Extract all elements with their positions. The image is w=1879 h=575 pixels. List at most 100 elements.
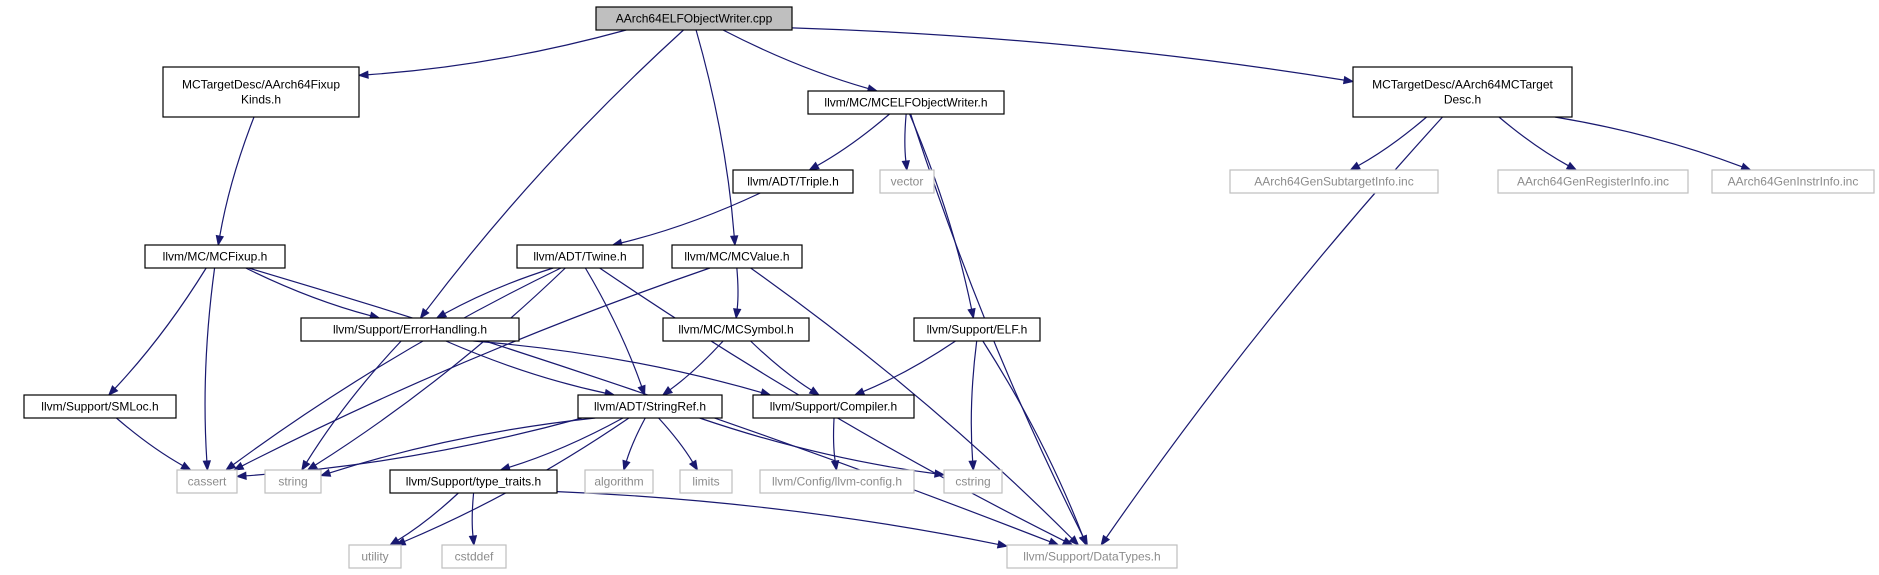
- edge-root-to-mcelf: [722, 29, 879, 93]
- edge-stringref-to-string: [319, 417, 596, 477]
- edge-stringref-to-algorithm: [622, 417, 646, 472]
- edge-arrowhead: [468, 535, 478, 547]
- node-box: [671, 244, 803, 269]
- edge-arrowhead: [729, 235, 739, 247]
- node-errorhandling[interactable]: llvm/Support/ErrorHandling.h: [300, 317, 520, 342]
- node-label: AArch64GenInstrInfo.inc: [1728, 175, 1859, 189]
- edge-mcfixup-to-smloc: [107, 267, 207, 397]
- edge-line: [397, 492, 459, 541]
- node-typetraits[interactable]: llvm/Support/type_traits.h: [389, 469, 558, 494]
- edge-arrowhead: [107, 385, 119, 397]
- edge-line: [245, 267, 371, 317]
- node-elf[interactable]: llvm/Support/ELF.h: [913, 317, 1041, 342]
- node-smloc[interactable]: llvm/Support/SMLoc.h: [23, 394, 177, 419]
- node-mcelf[interactable]: llvm/MC/MCELFObjectWriter.h: [807, 90, 1005, 115]
- edge-line: [750, 267, 1073, 540]
- edge-line: [116, 417, 184, 467]
- edge-line: [1358, 116, 1428, 167]
- node-label: llvm/Support/ErrorHandling.h: [333, 323, 487, 337]
- edge-arrowhead: [235, 471, 247, 480]
- edge-line: [669, 340, 724, 391]
- edge-arrowhead: [1342, 75, 1355, 85]
- node-label: llvm/Support/DataTypes.h: [1023, 550, 1160, 564]
- node-box: [943, 469, 1003, 494]
- node-mcfixup[interactable]: llvm/MC/MCFixup.h: [144, 244, 286, 269]
- node-box: [807, 90, 1005, 115]
- edge-line: [1498, 116, 1569, 167]
- node-label: AArch64GenRegisterInfo.inc: [1517, 175, 1669, 189]
- edge-arrowhead: [357, 70, 369, 79]
- edge-arrowhead: [1349, 161, 1361, 171]
- edge-twine-to-errorhandling: [435, 267, 554, 319]
- edge-arrowhead: [661, 385, 674, 396]
- edge-line: [556, 491, 999, 545]
- edge-arrowhead: [967, 307, 976, 320]
- edge-line: [722, 29, 869, 90]
- edge-line: [982, 340, 1084, 537]
- node-box: [679, 469, 733, 494]
- edge-mcelf-to-triple: [808, 113, 890, 171]
- node-label: llvm/MC/MCFixup.h: [163, 250, 268, 264]
- node-stringref[interactable]: llvm/ADT/StringRef.h: [577, 394, 723, 419]
- edge-line: [699, 417, 936, 475]
- edge-root-to-fixupkinds: [357, 29, 627, 79]
- edge-arrowhead: [215, 234, 225, 247]
- edge-typetraits-to-utility: [388, 492, 459, 546]
- node-box: [264, 469, 322, 494]
- node-box: [1229, 169, 1439, 194]
- node-box: [732, 169, 854, 194]
- node-box: [300, 317, 520, 342]
- edge-line: [508, 417, 624, 468]
- node-instrinfo: AArch64GenInstrInfo.inc: [1711, 169, 1875, 194]
- edge-arrowhead: [688, 459, 699, 472]
- node-root[interactable]: AArch64ELFObjectWriter.cpp: [595, 6, 793, 31]
- edge-twine-to-string: [306, 267, 566, 471]
- node-label: llvm/Support/Compiler.h: [770, 400, 897, 414]
- edge-mcelf-to-vector: [901, 113, 910, 172]
- node-mcsymbol[interactable]: llvm/MC/MCSymbol.h: [662, 317, 810, 342]
- node-label: llvm/Support/ELF.h: [927, 323, 1028, 337]
- node-triple[interactable]: llvm/ADT/Triple.h: [732, 169, 854, 194]
- node-vector: vector: [879, 169, 935, 194]
- nodes-layer: AArch64ELFObjectWriter.cppMCTargetDesc/A…: [23, 6, 1875, 569]
- node-compiler[interactable]: llvm/Support/Compiler.h: [752, 394, 915, 419]
- edge-arrowhead: [808, 386, 821, 396]
- edge-line: [909, 113, 973, 310]
- edge-mcsymbol-to-stringref: [661, 340, 724, 396]
- edge-line: [817, 113, 890, 167]
- node-label: AArch64GenSubtargetInfo.inc: [1254, 175, 1413, 189]
- node-box: [662, 317, 810, 342]
- edge-arrowhead: [622, 459, 631, 472]
- edge-arrowhead: [830, 459, 840, 472]
- edge-compiler-to-llvmconfig: [830, 417, 840, 472]
- node-box: [879, 169, 935, 194]
- edge-line: [695, 29, 735, 237]
- edge-line: [445, 340, 606, 394]
- edge-root-to-mctargetdesc: [791, 27, 1355, 85]
- edge-mcsymbol-to-compiler: [750, 340, 821, 396]
- node-label: cstddef: [455, 550, 494, 564]
- node-box: [759, 469, 915, 494]
- edge-arrowhead: [301, 459, 311, 472]
- node-box: [144, 244, 286, 269]
- edge-mctargetdesc-to-reginfo: [1498, 116, 1578, 171]
- edge-arrowhead: [1068, 535, 1080, 546]
- node-box: [1497, 169, 1689, 194]
- node-mcvalue[interactable]: llvm/MC/MCValue.h: [671, 244, 803, 269]
- node-label: utility: [361, 550, 388, 564]
- edge-stringref-to-cstring: [699, 417, 946, 478]
- edge-mctargetdesc-to-subtarget: [1349, 116, 1428, 171]
- node-label: MCTargetDesc/AArch64Fixup: [182, 78, 340, 92]
- node-box: [577, 394, 723, 419]
- edge-arrowhead: [1100, 534, 1111, 547]
- node-box: [389, 469, 558, 494]
- edge-elf-to-cstring: [968, 340, 978, 472]
- node-label: llvm/ADT/Triple.h: [747, 175, 839, 189]
- node-reginfo: AArch64GenRegisterInfo.inc: [1497, 169, 1689, 194]
- node-label: MCTargetDesc/AArch64MCTarget: [1372, 78, 1553, 92]
- node-twine[interactable]: llvm/ADT/Twine.h: [516, 244, 644, 269]
- edge-line: [1554, 116, 1743, 168]
- edge-arrowhead: [435, 309, 448, 319]
